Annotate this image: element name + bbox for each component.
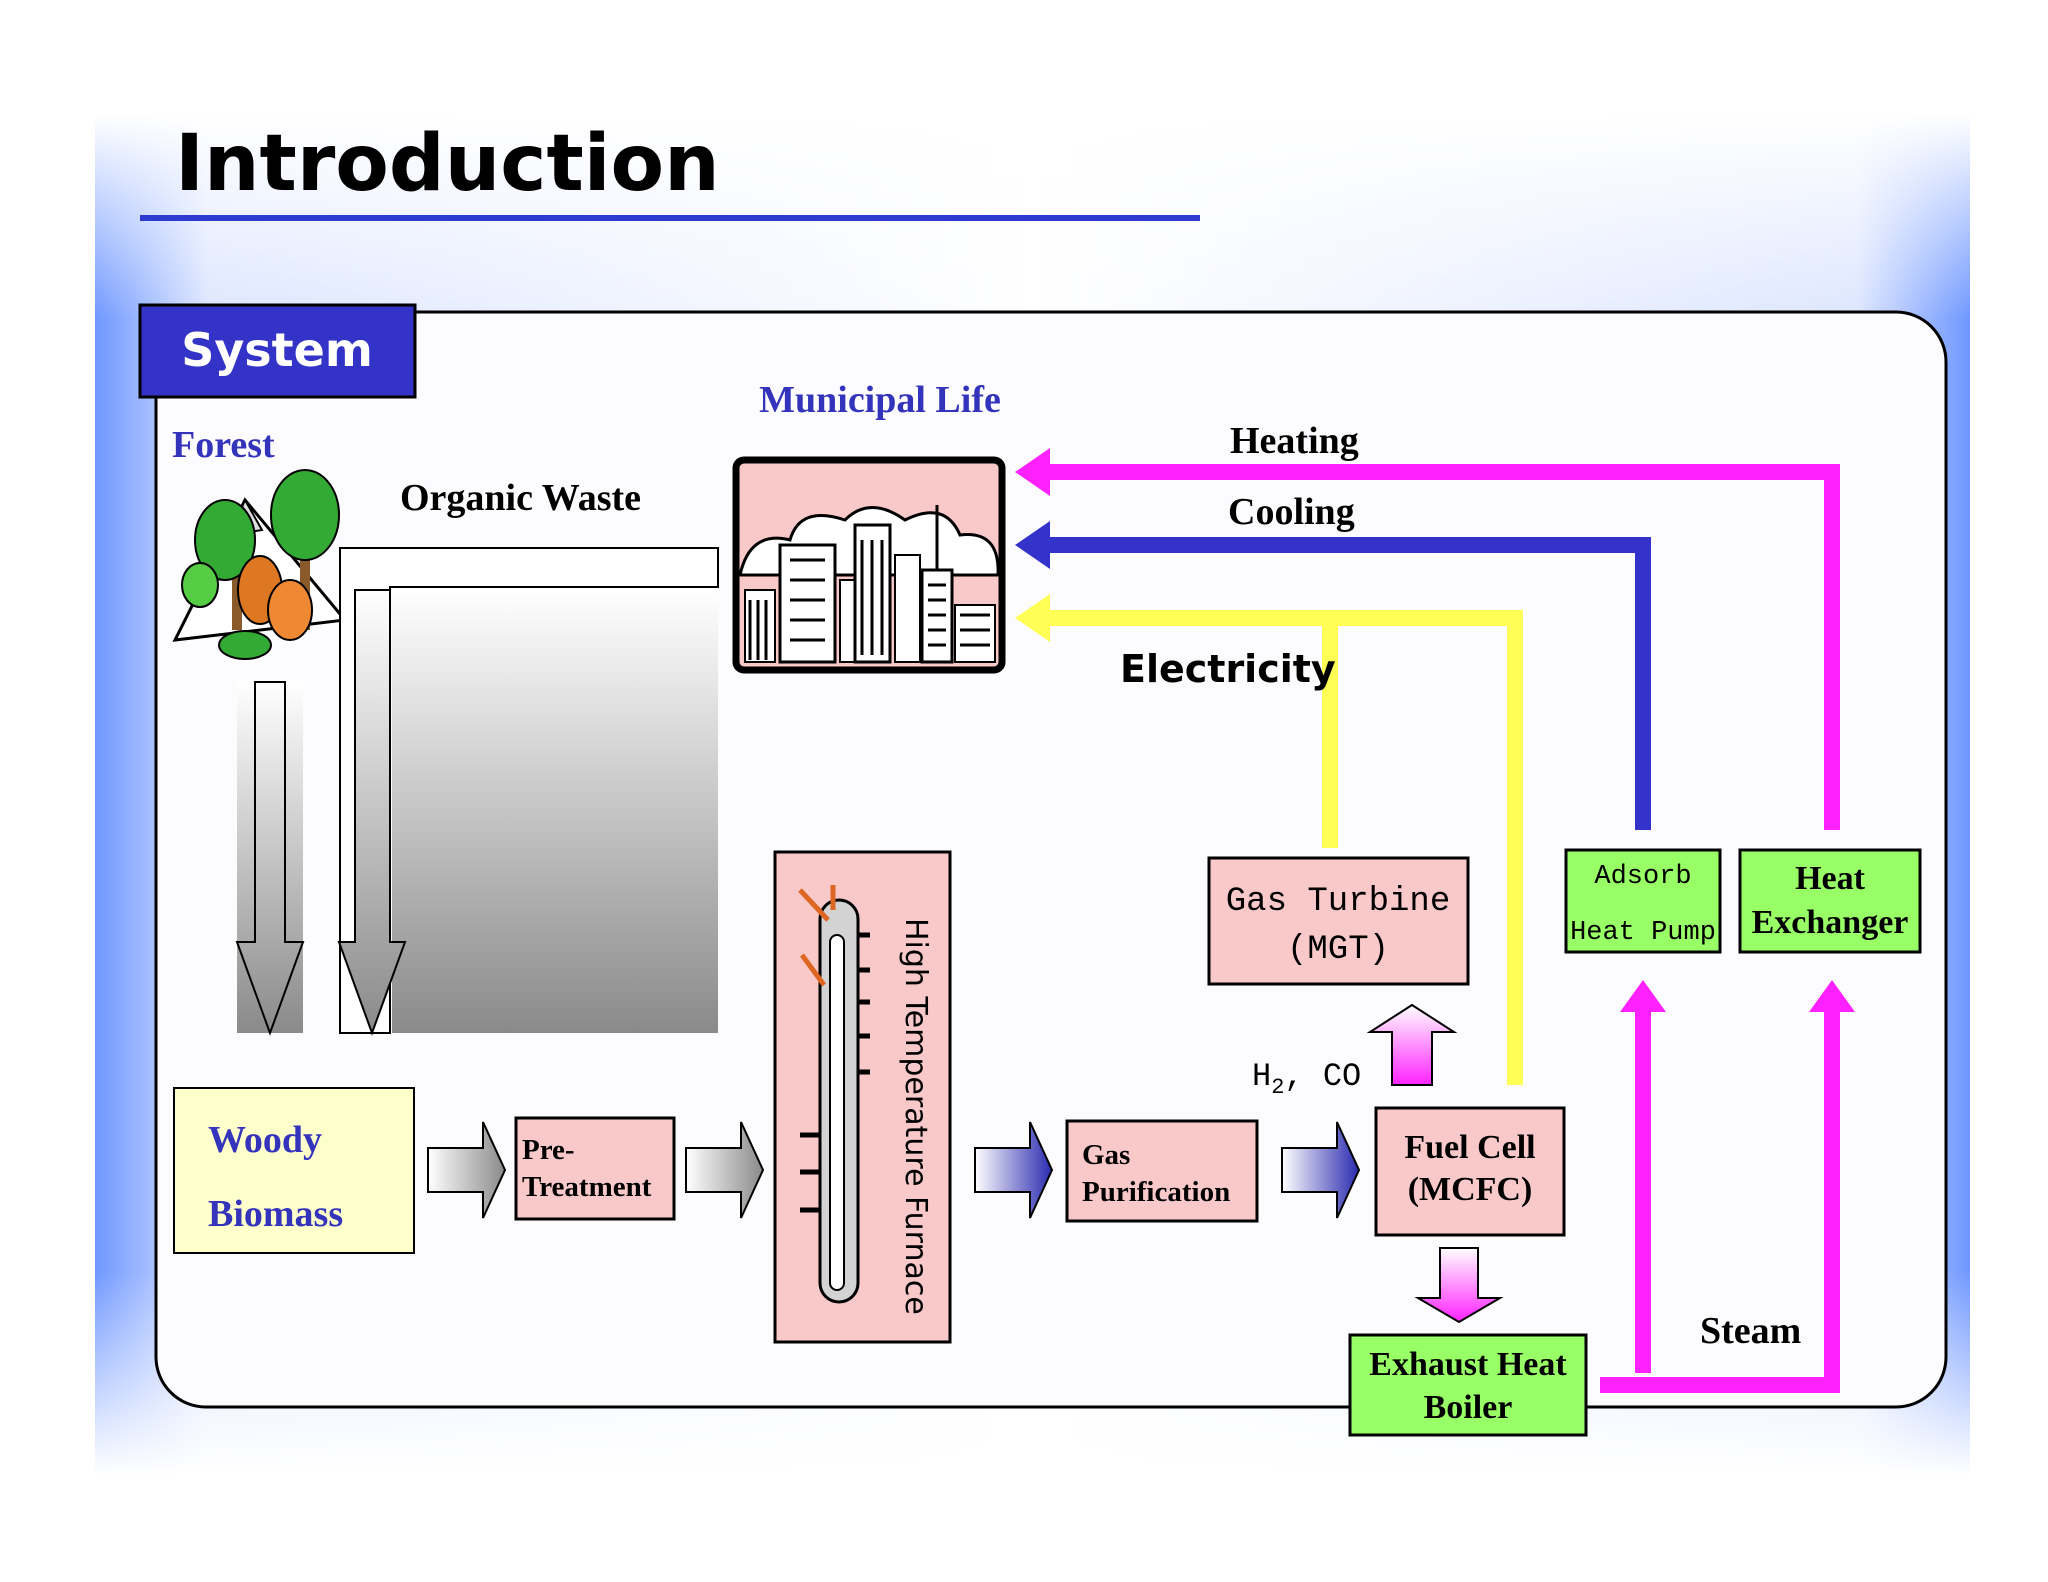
woody-biomass-box	[173, 1087, 415, 1254]
steam-label: Steam	[1700, 1310, 1801, 1352]
gas-purification-box	[1065, 1119, 1259, 1223]
fuel-cell-box	[1374, 1106, 1566, 1237]
arrow-to-pretreatment	[427, 1121, 507, 1219]
gas-purification-line2: Purification	[1082, 1176, 1230, 1208]
forest-icon	[172, 469, 348, 660]
municipal-life-label: Municipal Life	[759, 379, 1001, 421]
gas-turbine-line1: Gas Turbine	[1226, 883, 1450, 921]
heating-label: Heating	[1230, 420, 1359, 462]
forest-label: Forest	[172, 424, 275, 466]
pretreatment-line2: Treatment	[522, 1171, 652, 1203]
heating-line	[1015, 448, 1840, 830]
exhaust-boiler-line2: Boiler	[1424, 1389, 1513, 1426]
h2-co-label: H2, CO	[1252, 1058, 1361, 1100]
system-tab-label: System	[181, 323, 373, 377]
fuel-cell-line1: Fuel Cell	[1404, 1129, 1535, 1166]
heat-exchanger-line1: Heat	[1795, 860, 1866, 897]
electricity-label: Electricity	[1120, 647, 1336, 691]
forest-down-arrow	[235, 681, 305, 1036]
cooling-label: Cooling	[1228, 491, 1355, 533]
steam-lines	[1600, 980, 1855, 1393]
cooling-line	[1015, 521, 1651, 830]
arrow-to-exhaust-boiler	[1414, 1247, 1504, 1324]
adsorb-heat-pump-box	[1564, 848, 1722, 954]
exhaust-boiler-line1: Exhaust Heat	[1369, 1346, 1567, 1383]
gas-turbine-box	[1207, 856, 1470, 986]
arrow-to-gas-purification	[974, 1121, 1054, 1219]
fuel-cell-line2: (MCFC)	[1408, 1171, 1533, 1208]
electricity-line	[1015, 594, 1523, 1085]
city-icon	[732, 456, 1006, 674]
organic-waste-label: Organic Waste	[400, 477, 641, 519]
adsorb-heat-pump-line1: Adsorb	[1594, 862, 1691, 892]
heat-exchanger-box	[1738, 848, 1922, 954]
pretreatment-line1: Pre-	[522, 1134, 575, 1166]
title-underline	[140, 215, 1200, 221]
gas-purification-line1: Gas	[1082, 1139, 1130, 1171]
exhaust-boiler-box	[1348, 1333, 1588, 1437]
woody-biomass-line1: Woody	[208, 1119, 322, 1161]
furnace-icon	[798, 885, 870, 1304]
furnace-label: High Temperature Furnace	[898, 918, 933, 1315]
waste-down-arrow	[337, 589, 407, 1036]
woody-biomass-line2: Biomass	[208, 1193, 343, 1235]
arrow-to-gas-turbine	[1366, 1003, 1458, 1086]
system-tab	[138, 303, 417, 399]
gas-turbine-line2: (MGT)	[1287, 931, 1389, 969]
pretreatment-box	[514, 1116, 676, 1221]
heat-exchanger-line2: Exchanger	[1752, 904, 1909, 941]
arrow-to-fuel-cell	[1281, 1121, 1361, 1219]
adsorb-heat-pump-line2: Heat Pump	[1570, 918, 1716, 948]
arrow-to-furnace	[685, 1121, 765, 1219]
page-title: Introduction	[175, 119, 720, 209]
